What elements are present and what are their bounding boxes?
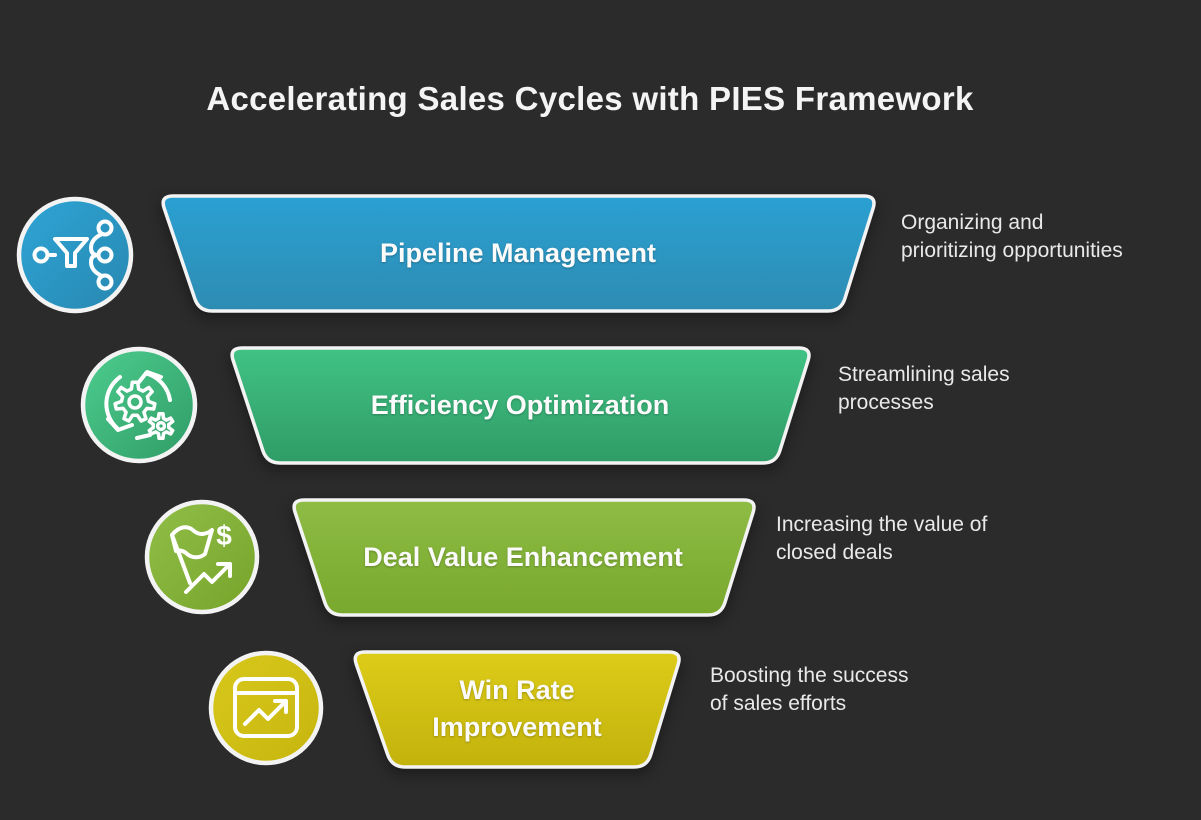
label-deal-value-enhancement: Deal Value Enhancement	[363, 542, 683, 572]
page-title: Accelerating Sales Cycles with PIES Fram…	[206, 80, 974, 117]
flag-dollar-trend-icon: $	[144, 499, 260, 615]
funnel-bar-pipeline-management	[161, 194, 876, 313]
svg-text:$: $	[216, 520, 232, 551]
gears-cycle-icon	[80, 346, 198, 464]
label-win-rate-improvement: Win Rate Improvement	[432, 675, 602, 742]
description-pipeline-management: Organizing and prioritizing opportunitie…	[901, 211, 1123, 262]
funnel-bar-deal-value-enhancement	[292, 498, 756, 617]
description-deal-value-enhancement: Increasing the value of closed deals	[776, 513, 988, 564]
label-efficiency-optimization: Efficiency Optimization	[370, 390, 670, 420]
description-efficiency-optimization: Streamlining sales processes	[838, 363, 1010, 414]
window-chart-icon	[208, 650, 324, 766]
funnel-bar-win-rate-improvement	[353, 650, 681, 769]
funnel-bar-efficiency-optimization	[230, 346, 811, 465]
description-win-rate-improvement: Boosting the success of sales efforts	[710, 664, 909, 715]
funnel-branch-icon	[16, 196, 134, 314]
label-pipeline-management: Pipeline Management	[379, 238, 657, 268]
